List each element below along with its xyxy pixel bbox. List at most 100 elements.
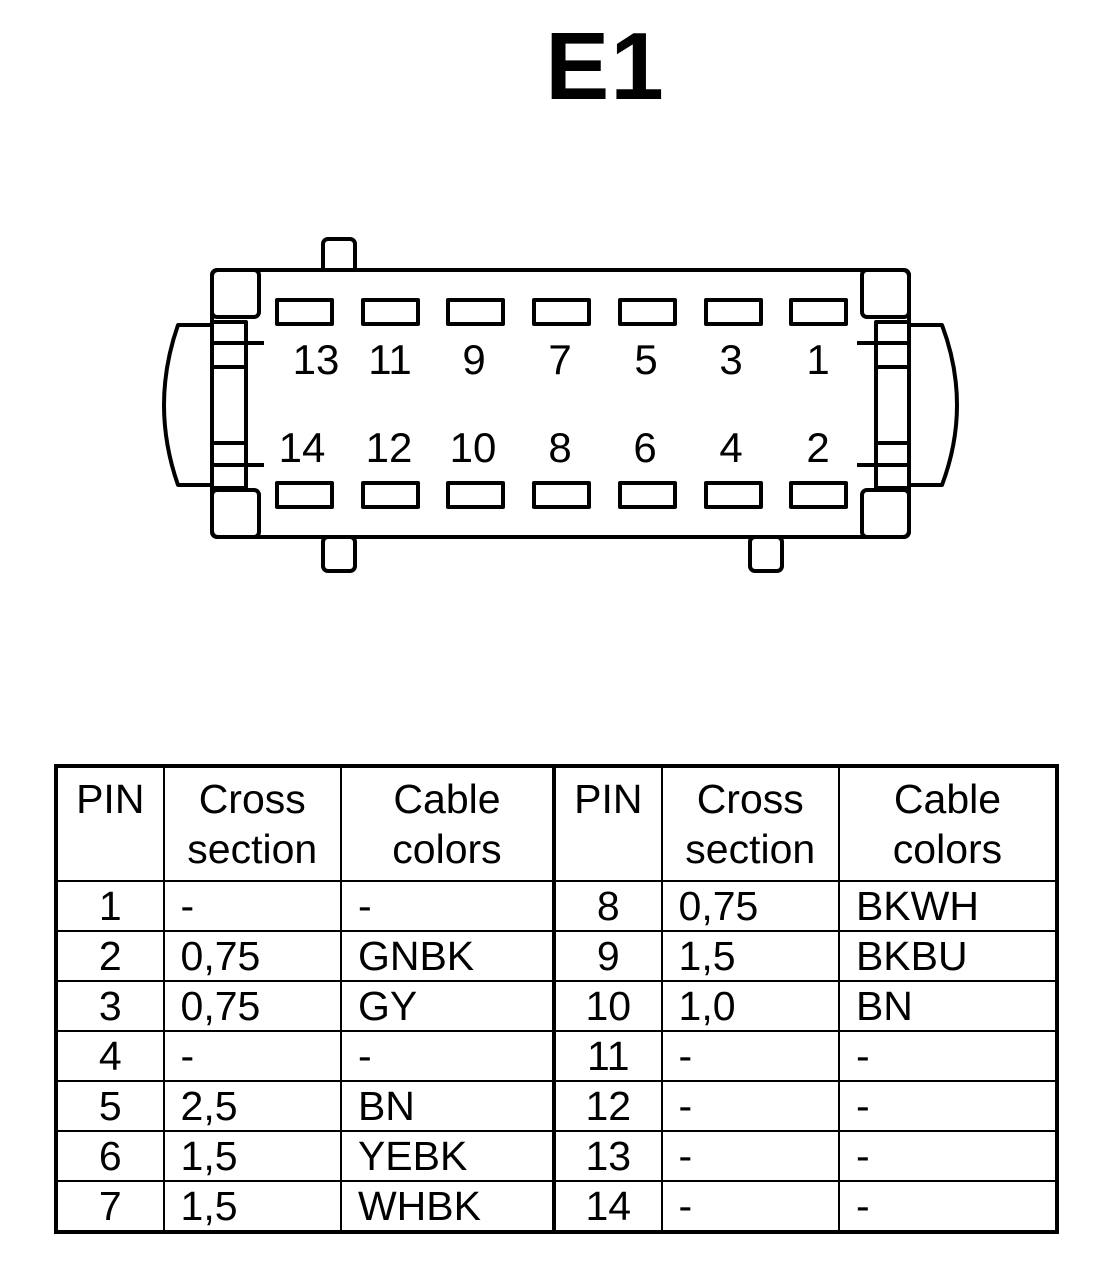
cross-section-cell: 0,75 — [162, 980, 342, 1032]
table-header-row: PIN Cross section Cable colors PIN Cross… — [55, 765, 1059, 882]
cross-section-cell: - — [162, 1030, 342, 1082]
right-key-slot — [874, 365, 911, 445]
pin-label-14: 14 — [279, 424, 326, 471]
pin-label-7: 7 — [548, 336, 571, 383]
header-cable-colors-line-2: colors — [392, 826, 502, 872]
cable-color-cell: GNBK — [339, 930, 556, 982]
pin-slot-11 — [361, 298, 420, 326]
cable-color-cell: BN — [837, 980, 1059, 1032]
header-cable-colors-2: Cable colors — [837, 765, 1059, 882]
cable-color-cell: - — [837, 1130, 1059, 1182]
pin-cell: 1 — [55, 880, 165, 932]
bottom-pin-slots — [275, 481, 848, 509]
pin-slot-5 — [618, 298, 677, 326]
header-pin: PIN — [55, 765, 165, 882]
connector-housing — [210, 268, 911, 539]
table-row: 7 1,5 WHBK 14 - - — [55, 1180, 1059, 1233]
cable-color-cell: WHBK — [339, 1180, 556, 1233]
corner-block-top-left — [210, 268, 261, 319]
bottom-tab-left — [321, 535, 357, 573]
cable-color-cell: - — [339, 1030, 556, 1082]
cable-color-cell: BN — [339, 1080, 556, 1132]
table-row: 6 1,5 YEBK 13 - - — [55, 1130, 1059, 1182]
pin-slot-3 — [704, 298, 763, 326]
right-latch — [908, 323, 959, 487]
pin-slot-14 — [275, 481, 334, 509]
pin-label-3: 3 — [719, 336, 742, 383]
header-cross-section: Cross section — [162, 765, 342, 882]
header-cable-colors-line-1: Cable — [393, 776, 501, 822]
cross-section-cell: 1,5 — [162, 1180, 342, 1233]
pin-label-2: 2 — [806, 424, 829, 471]
header-cross-section-2: Cross section — [660, 765, 840, 882]
pin-slot-10 — [446, 481, 505, 509]
pin-label-13: 13 — [293, 336, 340, 383]
cross-section-cell: - — [660, 1180, 840, 1233]
pin-slot-12 — [361, 481, 420, 509]
pin-label-10: 10 — [450, 424, 497, 471]
pin-cell: 10 — [552, 980, 663, 1032]
cable-color-cell: - — [339, 880, 556, 932]
cable-color-cell: - — [837, 1080, 1059, 1132]
header-cross-section-2-line-2: section — [685, 826, 816, 872]
pin-label-1: 1 — [806, 336, 829, 383]
pin-cell: 6 — [55, 1130, 165, 1182]
header-cross-section-2-line-1: Cross — [696, 776, 804, 822]
pin-slot-4 — [704, 481, 763, 509]
cross-section-cell: - — [162, 880, 342, 932]
cross-section-cell: - — [660, 1030, 840, 1082]
cross-section-cell: - — [660, 1130, 840, 1182]
table-row: 1 - - 8 0,75 BKWH — [55, 880, 1059, 932]
pin-cell: 3 — [55, 980, 165, 1032]
pin-slot-13 — [275, 298, 334, 326]
pin-cell: 14 — [552, 1180, 663, 1233]
left-latch — [162, 323, 212, 487]
cross-section-cell: 2,5 — [162, 1080, 342, 1132]
cable-color-cell: GY — [339, 980, 556, 1032]
pin-cell: 2 — [55, 930, 165, 982]
pin-label-5: 5 — [634, 336, 657, 383]
header-cable-colors: Cable colors — [339, 765, 556, 882]
pin-cell: 9 — [552, 930, 663, 982]
pin-slot-1 — [789, 298, 848, 326]
cross-section-cell: 1,5 — [162, 1130, 342, 1182]
pin-label-8: 8 — [548, 424, 571, 471]
cable-color-cell: BKBU — [837, 930, 1059, 982]
table-row: 3 0,75 GY 10 1,0 BN — [55, 980, 1059, 1032]
pin-slot-6 — [618, 481, 677, 509]
pin-cell: 12 — [552, 1080, 663, 1132]
top-tab — [321, 237, 357, 275]
cable-color-cell: BKWH — [837, 880, 1059, 932]
pin-slot-9 — [446, 298, 505, 326]
header-cable-colors-2-line-1: Cable — [893, 776, 1002, 822]
pin-slot-8 — [532, 481, 591, 509]
left-key-slot — [210, 365, 248, 445]
cable-color-cell: - — [837, 1180, 1059, 1233]
pin-label-6: 6 — [633, 424, 656, 471]
cross-section-cell: 1,5 — [660, 930, 840, 982]
pin-assignment-table: PIN Cross section Cable colors PIN Cross… — [54, 764, 1059, 1234]
pin-cell: 7 — [55, 1180, 165, 1233]
pin-cell: 11 — [552, 1030, 663, 1082]
pin-label-4: 4 — [719, 424, 742, 471]
cross-section-cell: 0,75 — [162, 930, 342, 982]
connector-title: E1 — [545, 13, 665, 120]
bottom-tab-right — [748, 535, 784, 573]
corner-block-top-right — [860, 268, 911, 319]
pin-cell: 5 — [55, 1080, 165, 1132]
pin-slot-2 — [789, 481, 848, 509]
connector-diagram: 13 11 9 7 5 3 1 14 12 10 8 6 4 2 — [162, 237, 959, 573]
cross-section-cell: 0,75 — [660, 880, 840, 932]
header-cross-section-line-1: Cross — [198, 776, 306, 822]
cross-section-cell: 1,0 — [660, 980, 840, 1032]
top-pin-slots — [275, 298, 848, 326]
pin-label-11: 11 — [368, 336, 412, 383]
header-pin-2: PIN — [552, 765, 663, 882]
pin-slot-7 — [532, 298, 591, 326]
pin-label-9: 9 — [462, 336, 485, 383]
pin-label-12: 12 — [366, 424, 413, 471]
table-row: 5 2,5 BN 12 - - — [55, 1080, 1059, 1132]
header-cross-section-line-2: section — [187, 826, 318, 872]
table-row: 2 0,75 GNBK 9 1,5 BKBU — [55, 930, 1059, 982]
pin-cell: 8 — [552, 880, 663, 932]
